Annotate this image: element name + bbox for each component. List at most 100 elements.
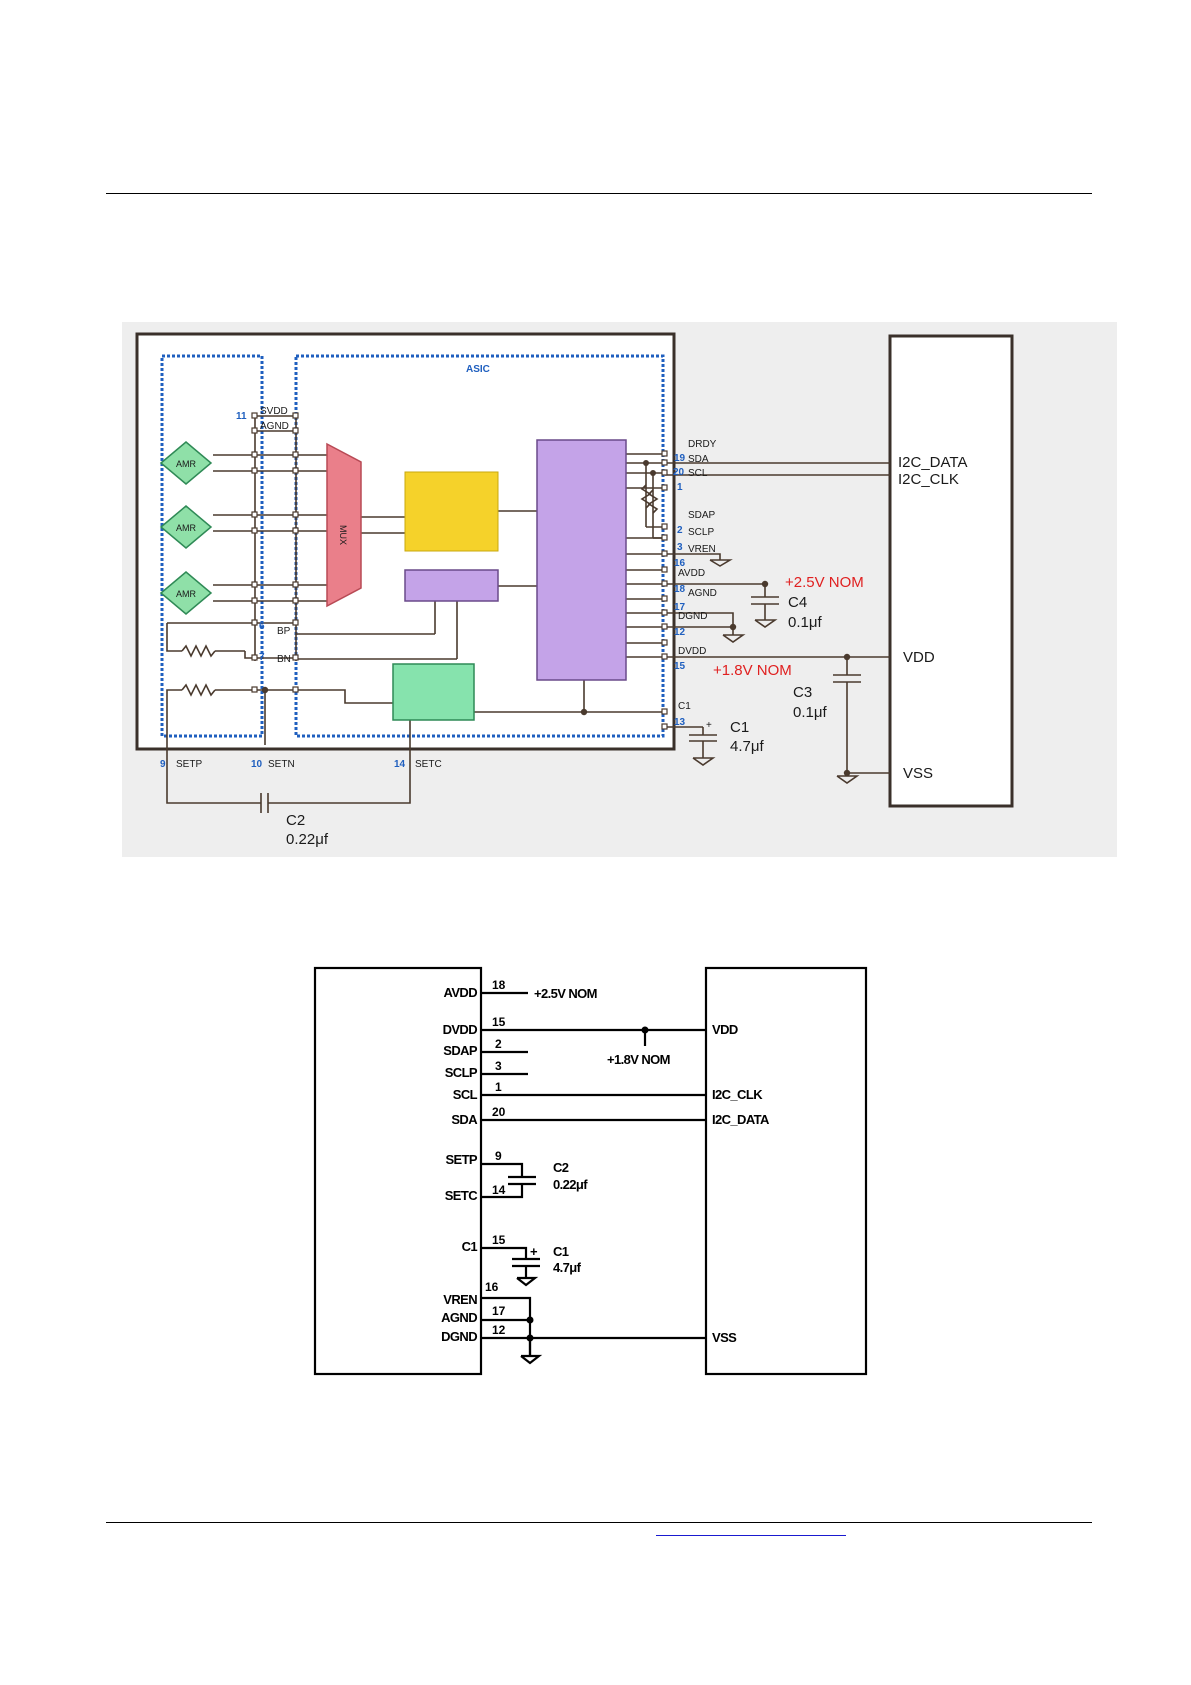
pin-label: DRDY [688, 439, 717, 450]
pin-label: AGND [441, 1310, 477, 1325]
junction-dot [641, 1026, 649, 1034]
pin-number: 19 [674, 453, 686, 464]
amr-label: AMR [176, 459, 197, 469]
pin-label: DGND [441, 1329, 477, 1344]
host-pin-label: I2C_DATA [712, 1112, 770, 1127]
rail-label-2v5: +2.5V NOM [785, 574, 864, 591]
connection-diagram: AVDD DVDD SDAP SCLP SCL SDA SETP SETC C1… [313, 966, 868, 1376]
amr-sensor-2: AMR [159, 505, 213, 549]
rail-label-2v5: +2.5V NOM [534, 986, 597, 1001]
pin-label: VREN [688, 544, 716, 555]
cap-value: 0.1μf [793, 704, 827, 721]
pin-label: SCLP [688, 527, 714, 538]
pin-label: DGND [678, 611, 707, 622]
pin-label: SCL [453, 1087, 478, 1102]
amr-sensor-1: AMR [159, 441, 213, 485]
pin-number: 15 [492, 1233, 506, 1247]
pin-label: VREN [443, 1292, 477, 1307]
host-pin-label: I2C_DATA [898, 454, 967, 471]
pin-label: BP [277, 626, 291, 637]
pin-number: 2 [495, 1037, 502, 1051]
sensor-chip [313, 966, 483, 1376]
pin-label: SETC [415, 759, 442, 770]
cap-label: C2 [286, 812, 305, 829]
pin-label: SDAP [688, 510, 716, 521]
footer-link-underline[interactable] [656, 1535, 846, 1536]
host-pin-label: VDD [712, 1022, 738, 1037]
pin-label: SCL [688, 468, 708, 479]
pin-label: SDA [688, 454, 709, 465]
asic-boundary [294, 354, 665, 738]
pin-number: 17 [674, 602, 686, 613]
junction-dot [526, 1316, 534, 1324]
pin-label: DVDD [678, 646, 706, 657]
cap-value: 0.22μf [553, 1177, 588, 1192]
pin-label: SDAP [443, 1043, 478, 1058]
rail-label-1v8: +1.8V NOM [713, 662, 792, 679]
cap-value: 4.7μf [730, 738, 764, 755]
junction-dot [526, 1334, 534, 1342]
host-pin-label: I2C_CLK [712, 1087, 763, 1102]
pin-number: 9 [495, 1149, 502, 1163]
adc-block [404, 471, 499, 552]
pin-label: AVDD [444, 985, 478, 1000]
pin-number: 1 [495, 1080, 502, 1094]
pin-label: SVDD [260, 406, 288, 417]
set-reset-block [392, 663, 475, 721]
cap-label: C1 [553, 1244, 569, 1259]
pin-number: 3 [677, 542, 683, 553]
pin-label: SETP [176, 759, 202, 770]
cap-label: C4 [788, 594, 807, 611]
pin-label: SCLP [445, 1065, 478, 1080]
footer-rule [106, 1522, 1092, 1523]
header-rule [106, 193, 1092, 194]
host-pin-label: I2C_CLK [898, 471, 959, 488]
mux-label: MUX [338, 525, 348, 545]
pin-number: 6 [259, 621, 265, 632]
pin-number: 12 [492, 1323, 506, 1337]
cap-label: C2 [553, 1160, 569, 1175]
cap-label: C1 [730, 719, 749, 736]
host-chip [704, 966, 868, 1376]
polarity-mark: + [530, 1244, 538, 1259]
junction-dots [261, 460, 851, 777]
pin-label: AGND [688, 588, 717, 599]
pin-number: 20 [492, 1105, 506, 1119]
logic-block [536, 439, 627, 681]
polarity-mark: + [706, 720, 712, 731]
pin-label: SETC [445, 1188, 478, 1203]
offset-block [404, 569, 499, 602]
pin-label: AGND [260, 421, 289, 432]
amr-label: AMR [176, 523, 197, 533]
pin-label: C1 [462, 1239, 478, 1254]
pin-number: 17 [492, 1304, 506, 1318]
pin-number: 14 [492, 1183, 506, 1197]
pin-markers [251, 412, 668, 730]
amr-sensor-3: AMR [159, 571, 213, 615]
pin-number: 16 [485, 1280, 499, 1294]
pin-number: 12 [674, 627, 686, 638]
pin-label: DVDD [443, 1022, 478, 1037]
pin-label: SETN [268, 759, 295, 770]
pin-label: AVDD [678, 568, 705, 579]
rail-label-1v8: +1.8V NOM [607, 1052, 670, 1067]
pin-label: SDA [451, 1112, 478, 1127]
pin-number: 3 [495, 1059, 502, 1073]
pin-number: 10 [251, 759, 263, 770]
pin-number: 18 [492, 978, 506, 992]
pin-number: 11 [236, 411, 247, 422]
cap-value: 0.22μf [286, 831, 329, 848]
pin-number: 14 [394, 759, 406, 770]
pin-label: BN [277, 654, 291, 665]
block-diagram: ASIC [122, 322, 1117, 857]
pin-number: 16 [674, 558, 686, 569]
pin-label: SETP [445, 1152, 477, 1167]
host-controller [888, 334, 1014, 808]
pin-label: C1 [678, 701, 691, 712]
cap-value: 0.1μf [788, 614, 822, 631]
pin-number: 7 [259, 652, 265, 663]
pin-number: 2 [677, 525, 683, 536]
asic-label: ASIC [466, 364, 490, 375]
pin-number: 13 [674, 717, 686, 728]
